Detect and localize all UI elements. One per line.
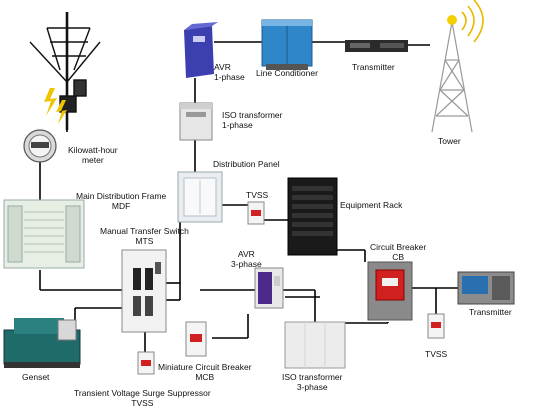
label-line: 3-phase (231, 259, 262, 269)
avr-3phase-icon (254, 267, 284, 309)
lightning-icon-2 (56, 100, 67, 124)
label-line: meter (81, 155, 104, 165)
label-tvss-upper: TVSS (246, 190, 269, 200)
label-line: ISO transformer (222, 110, 283, 120)
label-distribution-panel: Distribution Panel (213, 159, 280, 169)
label-tvss-right: TVSS (425, 349, 448, 359)
label-line: Kilowatt-hour (68, 145, 118, 155)
mcb-icon (185, 321, 207, 357)
label-line: Main Distribution Frame (76, 191, 167, 201)
label-line: Miniature Circuit Breaker (158, 362, 252, 372)
equipment-rack-icon (287, 177, 338, 256)
label-line: TVSS (131, 398, 154, 408)
tvss-bottom-icon (137, 351, 155, 375)
wiring (39, 41, 458, 352)
lightning-icon (44, 88, 57, 116)
transmitter-top-icon (345, 40, 408, 52)
label-line: AVR (237, 249, 255, 259)
signal-arcs-icon (461, 0, 484, 43)
label-line: MDF (111, 201, 131, 211)
genset-icon (3, 318, 81, 368)
label-genset: Genset (22, 372, 50, 382)
tvss-upper-icon (247, 201, 265, 225)
iso-1phase-icon (179, 102, 213, 141)
iso-3phase-icon (284, 321, 346, 369)
label-line: Transient Voltage Surge Suppressor (74, 388, 211, 398)
distribution-panel-icon (177, 171, 223, 223)
label-line: MCB (195, 372, 215, 382)
tvss-right-icon (427, 313, 445, 339)
label-line: MTS (135, 236, 154, 246)
label-equipment-rack: Equipment Rack (340, 200, 403, 210)
label-line: 1-phase (214, 72, 245, 82)
label-line: AVR (214, 62, 231, 72)
avr-1phase-icon (184, 22, 218, 78)
tower-beacon-icon (447, 15, 457, 25)
label-line: 1-phase (222, 120, 253, 130)
label-tower: Tower (438, 136, 461, 146)
transmitter-right-icon (457, 271, 515, 305)
tower-icon (431, 21, 473, 133)
label-transmitter-top: Transmitter (352, 62, 395, 72)
circuit-breaker-icon (367, 261, 413, 321)
kwh-meter-icon (23, 129, 57, 163)
line-conditioner-icon (261, 19, 313, 70)
label-line: CB (392, 252, 405, 262)
mdf-icon (3, 199, 85, 269)
label-line: ISO transformer (282, 372, 343, 382)
label-line: 3-phase (296, 382, 328, 392)
label-transmitter-right: Transmitter (469, 307, 512, 317)
label-line: Circuit Breaker (370, 242, 427, 252)
label-line: Manual Transfer Switch (100, 226, 189, 236)
mts-icon (121, 249, 167, 333)
label-line-conditioner: Line Conditioner (256, 68, 318, 78)
